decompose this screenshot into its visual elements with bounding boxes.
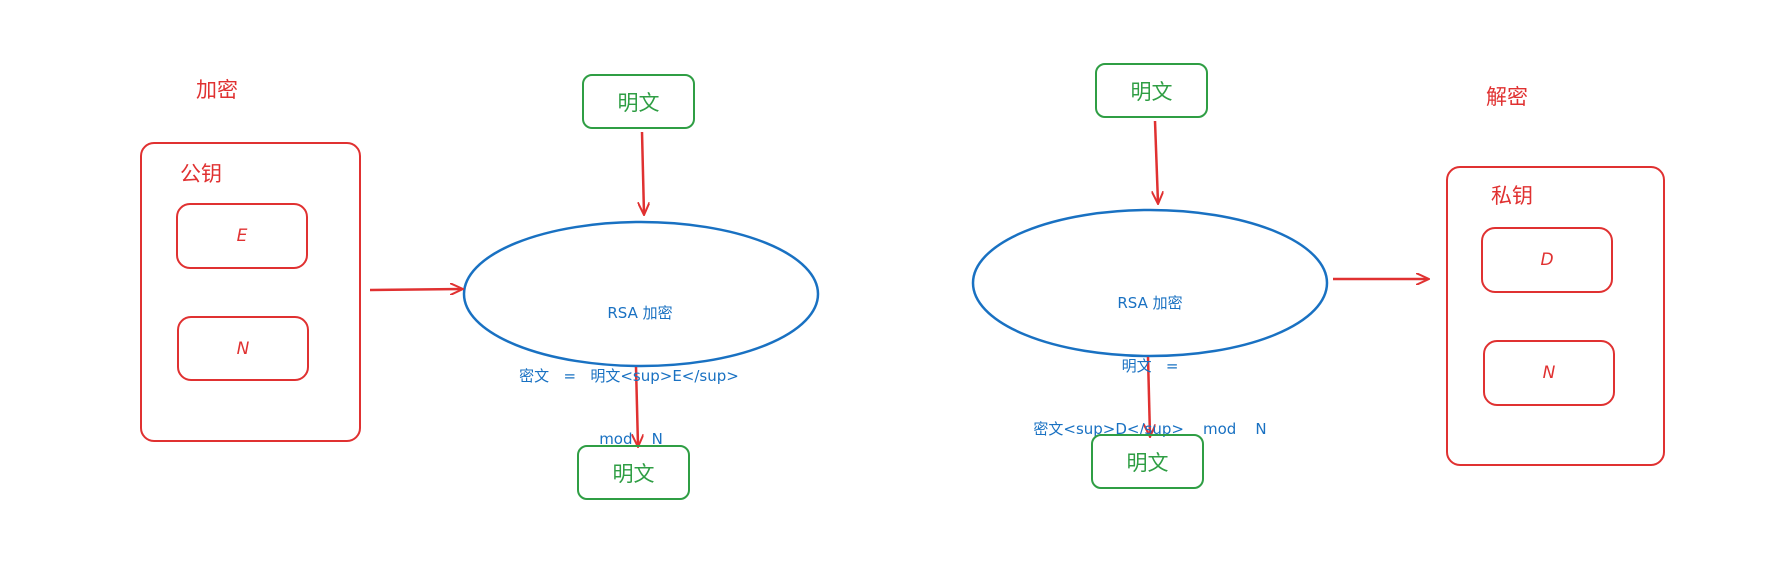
public-key-n-box: N bbox=[177, 316, 309, 381]
public-key-e-box: E bbox=[176, 203, 308, 269]
arrow-plaintext-to-encrypt bbox=[642, 131, 644, 214]
encrypt-formula: RSA 加密 密文 = 明文<sup>E</sup> mod N bbox=[505, 261, 775, 471]
decrypt-section-title: 解密 bbox=[1486, 85, 1528, 109]
decrypt-formula-line2: 明文 = bbox=[1121, 357, 1179, 375]
arrow-plaintext-to-decrypt bbox=[1155, 120, 1158, 203]
private-key-d-box: D bbox=[1481, 227, 1613, 293]
encrypt-formula-line1: RSA 加密 bbox=[607, 304, 673, 322]
public-key-title: 公钥 bbox=[180, 162, 222, 186]
plaintext-input-box: 明文 bbox=[582, 74, 695, 129]
private-key-box: 私钥 D N bbox=[1446, 166, 1665, 466]
private-key-title: 私钥 bbox=[1491, 184, 1533, 208]
arrow-encrypt-to-output bbox=[636, 366, 638, 446]
decrypt-output-box: 明文 bbox=[1091, 434, 1204, 489]
private-key-n-box: N bbox=[1483, 340, 1615, 406]
encrypt-formula-line3: mod N bbox=[599, 430, 663, 448]
encrypt-section-title: 加密 bbox=[196, 78, 238, 102]
decrypt-formula-line1: RSA 加密 bbox=[1117, 294, 1183, 312]
public-key-box: 公钥 E N bbox=[140, 142, 361, 442]
rsa-decrypt-ellipse bbox=[971, 208, 1329, 358]
decrypt-input-box: 明文 bbox=[1095, 63, 1208, 118]
decrypt-formula: RSA 加密 明文 = 密文<sup>D</sup> mod N bbox=[1015, 251, 1285, 461]
ciphertext-output-box: 明文 bbox=[577, 445, 690, 500]
arrow-pubkey-to-encrypt bbox=[369, 289, 462, 290]
decrypt-formula-line3: 密文<sup>D</sup> mod N bbox=[1033, 420, 1267, 438]
encrypt-formula-line2: 密文 = 明文<sup>E</sup> bbox=[519, 367, 739, 385]
arrow-decrypt-to-output bbox=[1148, 356, 1150, 436]
